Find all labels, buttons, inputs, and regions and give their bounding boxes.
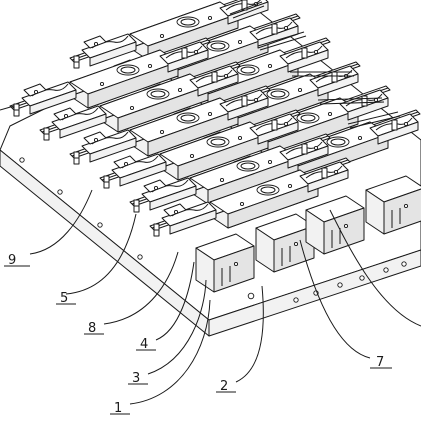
base-plate-left-edge [0, 149, 210, 337]
callout-9: 9 [8, 253, 16, 268]
callout-1: 1 [114, 401, 122, 416]
callout-labels: 9 5 8 4 3 2 1 7 [8, 253, 384, 416]
callout-7: 7 [376, 355, 384, 370]
callout-2: 2 [220, 379, 228, 394]
callout-3: 3 [132, 371, 140, 386]
leader-4 [155, 261, 195, 341]
callout-8: 8 [88, 321, 96, 336]
leader-lines [4, 189, 421, 415]
guide-rods [0, 1, 401, 129]
leader-9 [29, 189, 93, 255]
leader-3 [147, 279, 207, 375]
callout-5: 5 [60, 291, 68, 306]
leader-2 [235, 285, 264, 383]
leader-top-right [329, 209, 421, 327]
leader-8 [103, 251, 179, 325]
callout-4: 4 [140, 337, 148, 352]
leader-5 [65, 213, 137, 295]
leader-7 [299, 239, 371, 359]
leader-1 [129, 299, 211, 405]
